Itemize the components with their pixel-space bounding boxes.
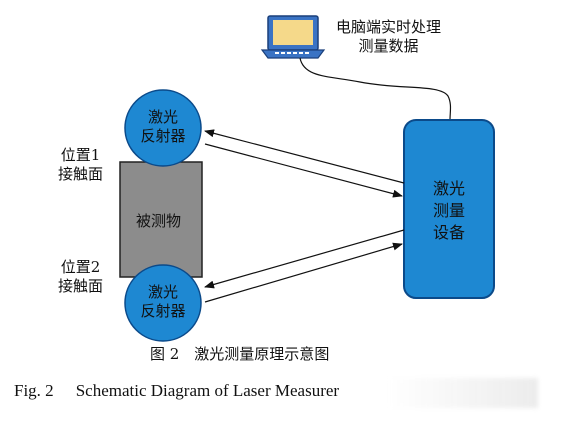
object-label: 被测物 (136, 212, 182, 230)
position2-line2: 接触面 (58, 277, 104, 295)
position1-label: 位置1 接触面 (58, 146, 103, 184)
position2-label: 位置2 接触面 (58, 258, 103, 296)
caption-english-text: Schematic Diagram of Laser Measurer (75, 381, 340, 400)
device-label: 激光 测量 设备 (429, 178, 469, 244)
device-line1: 激光 (432, 179, 465, 198)
reflector-bottom-line1: 激光 (147, 283, 178, 301)
device-line3: 设备 (432, 223, 465, 242)
laser-device (403, 119, 495, 299)
reflector-bottom (124, 264, 202, 342)
measured-object (119, 161, 203, 278)
caption-fig-number: Fig. 2 (14, 381, 54, 400)
position1-line1: 位置1 (60, 146, 101, 164)
beam-bottom-outgoing (204, 229, 405, 289)
beam-top-return (204, 143, 403, 198)
reflector-top (124, 89, 202, 167)
computer-label: 电脑端实时处理 测量数据 (336, 18, 441, 56)
data-cable (299, 57, 452, 121)
device-line2: 测量 (432, 201, 465, 220)
reflector-top-line1: 激光 (147, 108, 178, 126)
position1-line2: 接触面 (58, 165, 104, 183)
reflector-bottom-line2: 反射器 (140, 302, 186, 320)
reflector-top-line2: 反射器 (140, 127, 186, 145)
computer-label-line2: 测量数据 (358, 37, 419, 55)
watermark-overlay (388, 378, 538, 408)
caption-english: Fig. 2 Schematic Diagram of Laser Measure… (14, 380, 339, 402)
beam-bottom-return (204, 242, 403, 303)
caption-chinese: 图 2 激光测量原理示意图 (150, 345, 330, 363)
laptop-icon (260, 15, 326, 59)
beam-top-outgoing (204, 129, 405, 184)
position2-line1: 位置2 (60, 258, 101, 276)
reflector-bottom-label: 激光 反射器 (133, 283, 193, 321)
reflector-top-label: 激光 反射器 (133, 108, 193, 146)
computer-label-line1: 电脑端实时处理 (336, 18, 442, 36)
